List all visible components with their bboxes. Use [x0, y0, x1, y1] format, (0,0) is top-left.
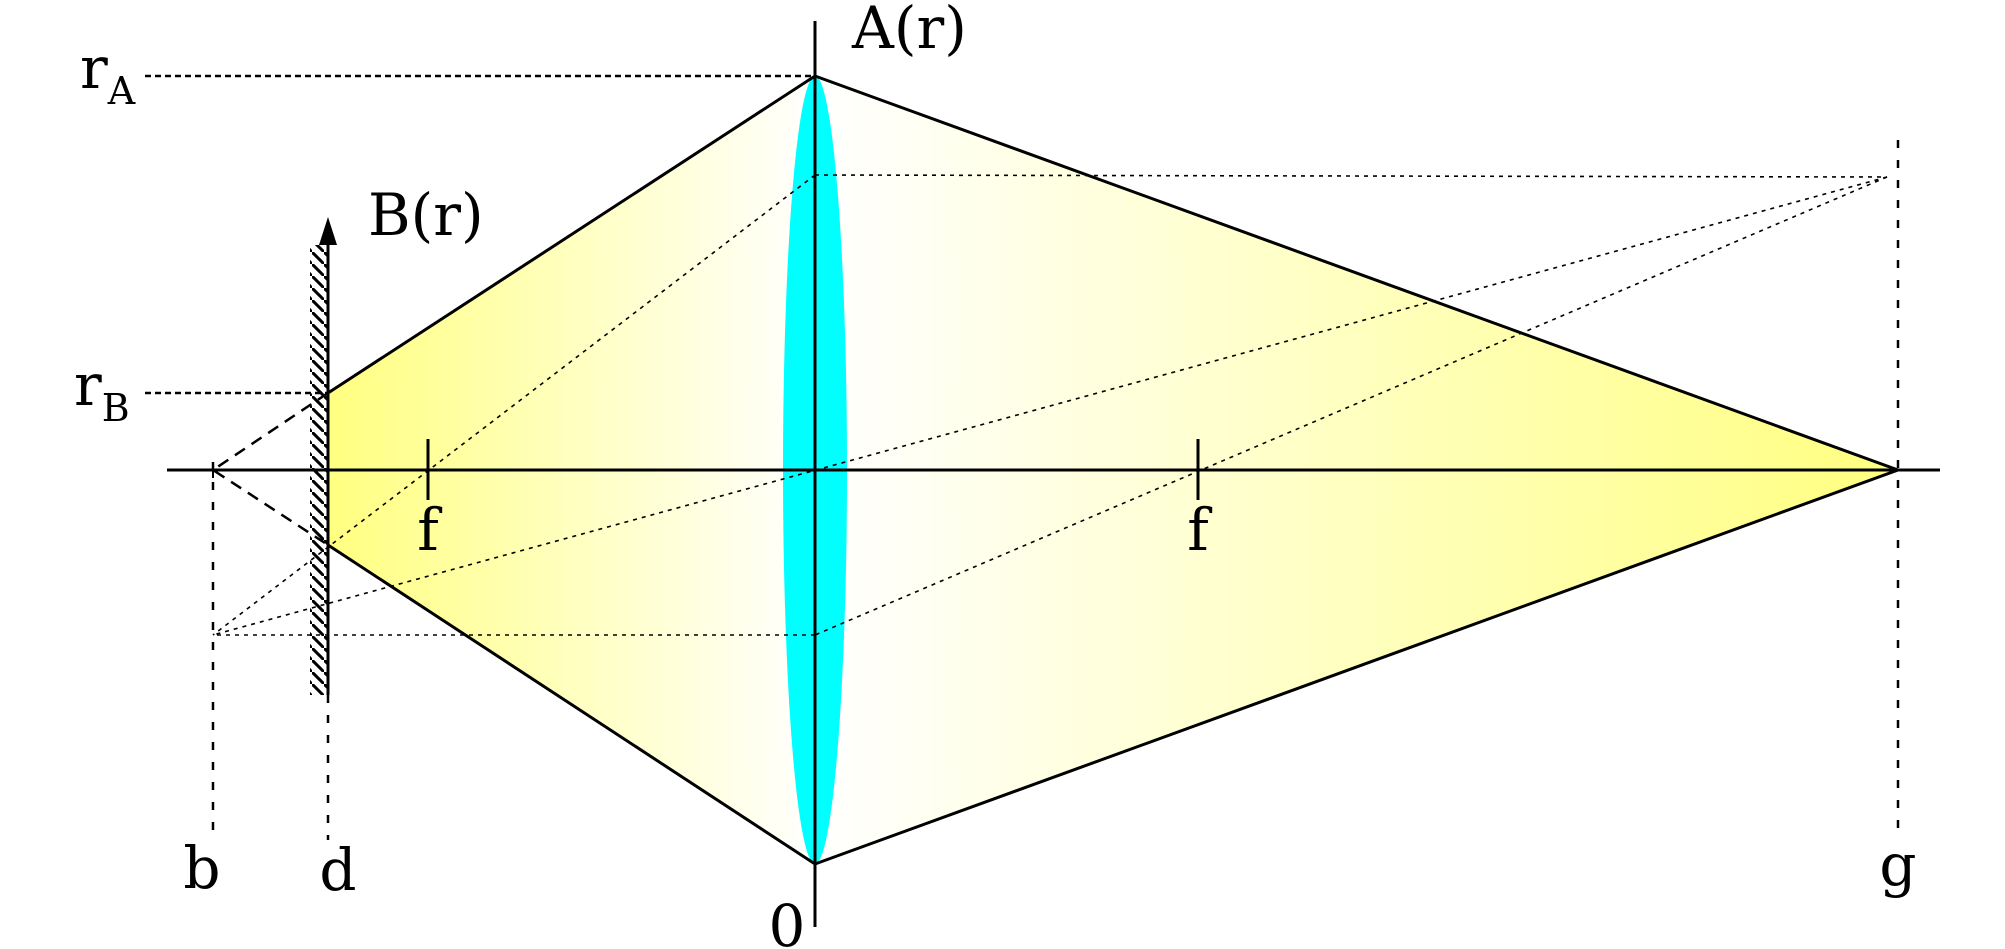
cone-outline-left [327, 74, 1903, 866]
A-of-r-label: A(r) [851, 0, 967, 62]
f-right-label: f [1187, 496, 1212, 564]
r-A-label: rA [80, 34, 136, 113]
d-label: d [319, 836, 356, 904]
virtual-rays-to-b [210, 391, 329, 547]
B-of-r-label: B(r) [368, 181, 484, 249]
r-B-label: rB [74, 351, 130, 430]
detector-hatch [310, 245, 328, 695]
origin-label: 0 [769, 892, 806, 949]
b-label: b [183, 834, 220, 902]
construction-rays [212, 174, 1888, 636]
arrow-up-icon [319, 217, 337, 245]
g-label: g [1879, 831, 1916, 899]
f-left-label: f [417, 496, 442, 564]
